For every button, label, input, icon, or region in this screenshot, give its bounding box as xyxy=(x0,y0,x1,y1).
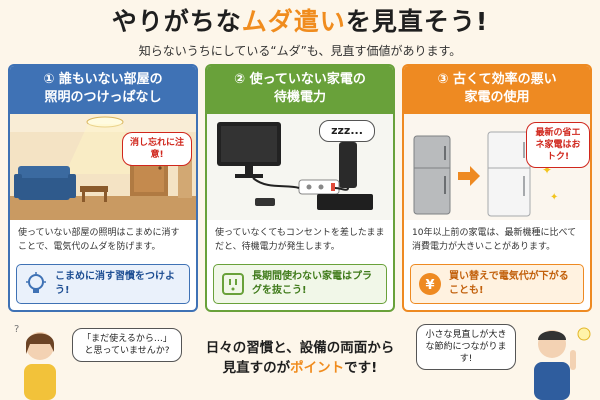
lightbulb-icon xyxy=(26,272,46,293)
card-tip: ¥ 買い替えで電気代が下がることも! xyxy=(410,264,584,304)
bottom-message-highlight: ポイント xyxy=(290,360,345,376)
eco-appliance-bubble: 最新の省エネ家電はおトク! xyxy=(526,122,590,168)
card-heading: ① 誰もいない部屋の 照明のつけっぱなし xyxy=(10,66,196,114)
svg-text:✦: ✦ xyxy=(550,192,558,203)
fridge-illustration: ✦ ✦ 最新の省エネ家電はおトク! xyxy=(404,114,590,220)
card-heading-line1: ① 誰もいない部屋の xyxy=(43,72,163,87)
worried-woman-icon: ? xyxy=(14,324,56,400)
bottom-message-line1: 日々の習慣と、設備の両面から xyxy=(205,340,395,356)
bottom-message: 日々の習慣と、設備の両面から 見直すのがポイントです! xyxy=(195,338,405,378)
card-description: 10年以上前の家電は、最新機種に比べて消費電力が大きいことがあります。 xyxy=(412,228,577,252)
reminder-bubble: 消し忘れに注意! xyxy=(122,132,192,166)
card-heading: ② 使っていない家電の 待機電力 xyxy=(207,66,393,114)
outlet-icon xyxy=(222,273,244,295)
title-highlight: ムダ遣い xyxy=(241,7,346,36)
card-tip-text: 買い替えで電気代が下がることも! xyxy=(449,271,569,296)
zzz-bubble: zzz... xyxy=(319,120,375,142)
room-scene-icon xyxy=(10,114,196,220)
card-tip: こまめに消す習慣をつけよう! xyxy=(16,264,190,304)
card-description: 使っていなくてもコンセントを差したままだと、待機電力が発生します。 xyxy=(215,228,385,252)
card-heading-line1: ③ 古くて効率の悪い xyxy=(437,72,557,87)
worry-bubble: 「まだ使えるから…」と思っていませんか? xyxy=(72,328,182,362)
card-heading-line2: 待機電力 xyxy=(273,90,326,105)
card-heading-line2: 照明のつけっぱなし xyxy=(44,90,162,105)
card-standby-power: ② 使っていない家電の 待機電力 zzz... 使っていなくてもコンセントを差し… xyxy=(205,64,395,312)
advice-bubble: 小さな見直しが大きな節約につながります! xyxy=(416,324,516,370)
advisor-man-icon xyxy=(534,327,591,400)
yen-coin-icon: ¥ xyxy=(419,273,441,295)
svg-text:?: ? xyxy=(14,324,19,335)
bottom-message-line2: 見直すのがポイントです! xyxy=(195,358,405,378)
card-tip-text: こまめに消す習慣をつけよう! xyxy=(55,271,175,296)
bottom-message-line2-post: です! xyxy=(344,360,378,376)
card-heading: ③ 古くて効率の悪い 家電の使用 xyxy=(404,66,590,114)
svg-text:✦: ✦ xyxy=(542,163,552,177)
bottom-section: ? 「まだ使えるから…」と思っていませんか? 日々の習慣と、設備の両面から 見直… xyxy=(0,318,600,400)
page-subtitle: 知らないうちにしている“ムダ”も、見直す価値があります。 xyxy=(138,44,462,58)
card-tip: 長期間使わない家電はプラグを抜こう! xyxy=(213,264,387,304)
room-illustration: 消し忘れに注意! xyxy=(10,114,196,220)
card-lighting: ① 誰もいない部屋の 照明のつけっぱなし 消し忘れに注意! 使っていない部屋の照… xyxy=(8,64,198,312)
svg-text:¥: ¥ xyxy=(425,278,434,293)
card-heading-line1: ② 使っていない家電の xyxy=(234,72,366,87)
card-old-appliances: ③ 古くて効率の悪い 家電の使用 ✦ ✦ 最新の省エネ家電はおトク! 10年以上… xyxy=(402,64,592,312)
title-post: を見直そう! xyxy=(345,7,489,36)
bottom-message-line2-pre: 見直すのが xyxy=(222,360,291,376)
page-title: やりがちなムダ遣いを見直そう! xyxy=(0,6,600,38)
card-heading-line2: 家電の使用 xyxy=(464,90,530,105)
card-description: 使っていない部屋の照明はこまめに消すことで、電気代のムダを防げます。 xyxy=(18,228,180,252)
appliance-illustration: zzz... xyxy=(207,114,393,220)
card-tip-text: 長期間使わない家電はプラグを抜こう! xyxy=(252,271,372,296)
title-pre: やりがちな xyxy=(111,7,242,36)
